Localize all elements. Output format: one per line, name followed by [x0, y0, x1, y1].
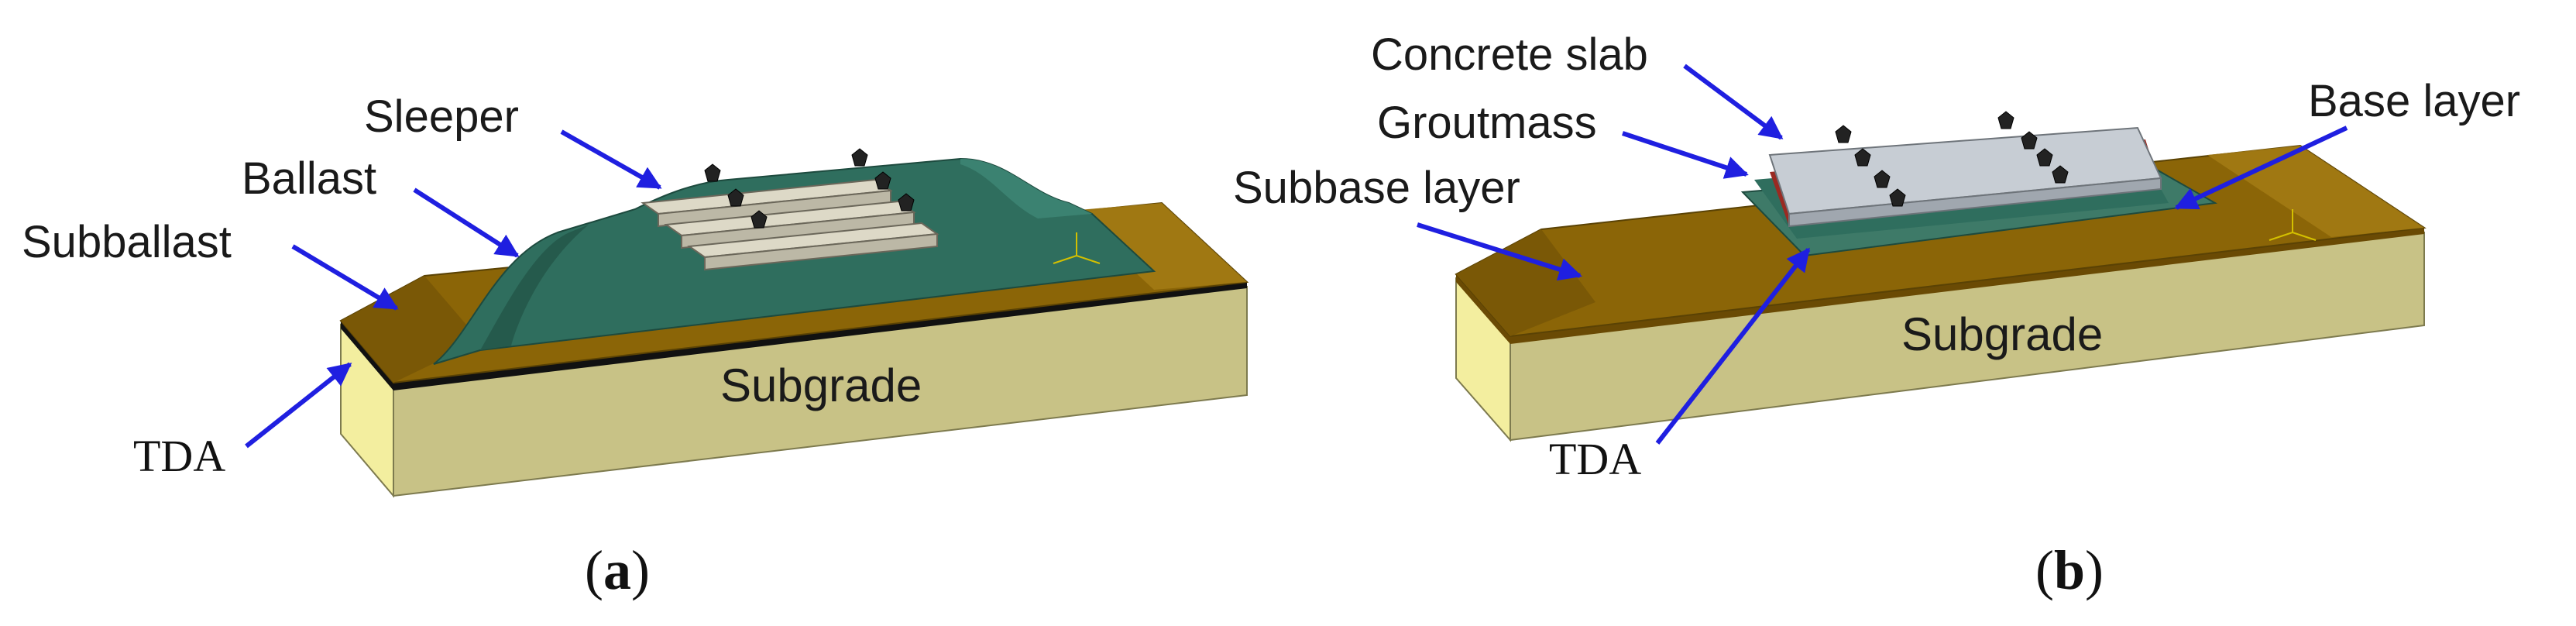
label-subgrade-a: Subgrade — [720, 359, 922, 411]
arrow-base-layer — [2174, 126, 2348, 210]
label-concrete-slab: Concrete slab — [1371, 29, 1648, 80]
label-subgrade-b: Subgrade — [1901, 308, 2103, 360]
arrow-groutmass — [1622, 131, 1749, 179]
caption-a: (a) — [585, 539, 650, 601]
arrow-subbase-layer — [1417, 222, 1582, 281]
arrow-subballast — [291, 244, 399, 311]
arrow-tda-a — [245, 362, 352, 449]
label-sleeper: Sleeper — [364, 91, 519, 142]
label-ballast: Ballast — [242, 153, 376, 204]
label-tda-a: TDA — [133, 431, 225, 481]
label-groutmass: Groutmass — [1377, 98, 1597, 148]
panel-a-fasteners — [704, 148, 915, 229]
caption-b: (b) — [2035, 539, 2104, 601]
panel-a-axis-triad — [1053, 232, 1101, 264]
label-base-layer: Base layer — [2308, 76, 2520, 126]
label-subballast: Subballast — [22, 217, 232, 267]
panel-a-subballast-shoulder — [1069, 203, 1247, 290]
label-tda-b: TDA — [1549, 434, 1641, 484]
label-subbase-layer: Subbase layer — [1233, 163, 1520, 213]
panel-a-sleepers — [641, 178, 939, 271]
arrow-ballast — [413, 187, 520, 258]
panel-a-model — [339, 148, 1249, 498]
arrow-tda-b — [1655, 247, 1811, 445]
panel-b-fasteners — [1835, 111, 2069, 207]
arrow-sleeper — [560, 129, 662, 190]
arrow-concrete-slab — [1683, 64, 1784, 140]
panel-b-axis-triad — [2269, 209, 2317, 241]
